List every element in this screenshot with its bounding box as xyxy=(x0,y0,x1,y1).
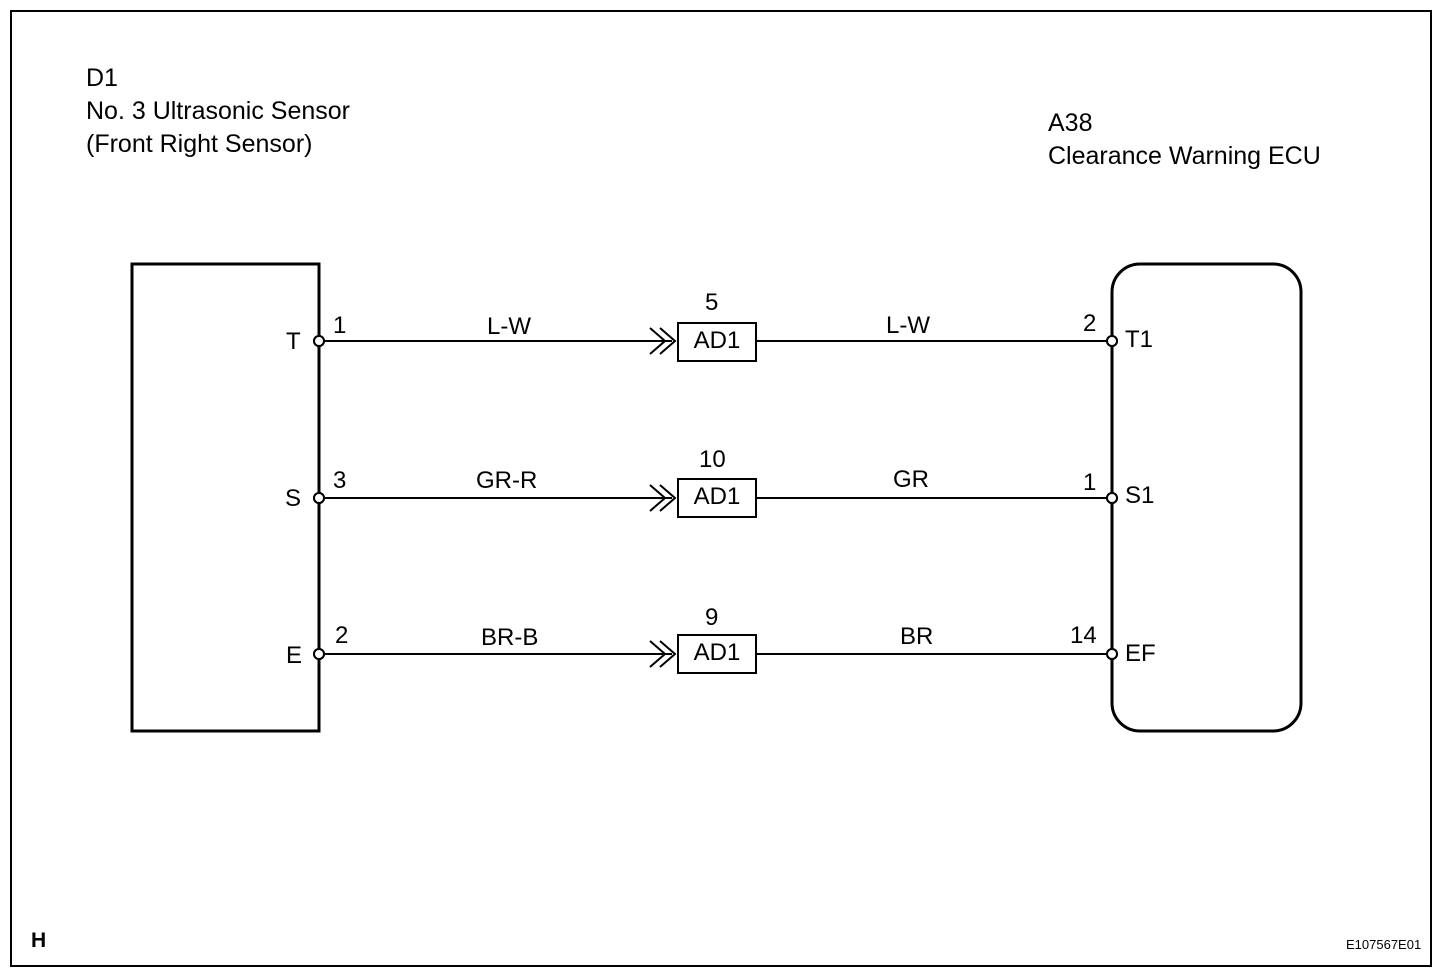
connector-chevron-3 xyxy=(649,640,677,668)
wire-color-label: BR-B xyxy=(481,624,539,651)
wire-color-label: GR xyxy=(893,466,929,493)
ecu-code: A38 xyxy=(1048,109,1093,137)
sensor-pin-number: 3 xyxy=(333,467,347,494)
sensor-terminal-name: E xyxy=(286,642,303,669)
junction-connector: AD1 xyxy=(677,322,757,362)
ecu-pin-number: 1 xyxy=(1083,469,1097,496)
wire-color-label: GR-R xyxy=(476,467,538,494)
ecu-pin-dot-3 xyxy=(1106,648,1118,660)
connector-chevron-2 xyxy=(649,484,677,512)
sensor-name: No. 3 Ultrasonic Sensor xyxy=(86,97,351,125)
sensor-code: D1 xyxy=(86,64,118,92)
wire-color-label: L-W xyxy=(487,313,531,340)
connector-pin-number: 5 xyxy=(705,289,719,316)
wire-color-label: L-W xyxy=(886,312,930,339)
sensor-pin-number: 2 xyxy=(335,622,349,649)
wire-color-label: BR xyxy=(900,623,934,650)
connector-chevron-1 xyxy=(649,327,677,355)
sensor-pin-dot-3 xyxy=(313,648,325,660)
sensor-pin-dot-2 xyxy=(313,492,325,504)
junction-connector: AD1 xyxy=(677,478,757,518)
sensor-terminal-name: S xyxy=(285,485,302,512)
ecu-pin-number: 2 xyxy=(1083,310,1097,337)
junction-connector: AD1 xyxy=(677,634,757,674)
ecu-pin-number: 14 xyxy=(1070,622,1097,649)
sensor-subtitle: (Front Right Sensor) xyxy=(86,130,313,158)
connector-pin-number: 10 xyxy=(699,446,726,473)
page-frame xyxy=(10,10,1432,967)
connector-pin-number: 9 xyxy=(705,604,719,631)
figure-code: E107567E01 xyxy=(1346,937,1422,952)
sheet-letter: H xyxy=(31,929,47,952)
sensor-terminal-name: T xyxy=(286,328,301,355)
sensor-pin-number: 1 xyxy=(333,312,347,339)
ecu-pin-dot-2 xyxy=(1106,492,1118,504)
ecu-terminal-name: EF xyxy=(1125,640,1156,667)
ecu-terminal-name: T1 xyxy=(1125,326,1154,353)
ecu-pin-dot-1 xyxy=(1106,335,1118,347)
ecu-terminal-name: S1 xyxy=(1125,482,1155,509)
ecu-name: Clearance Warning ECU xyxy=(1048,142,1321,170)
sensor-pin-dot-1 xyxy=(313,335,325,347)
